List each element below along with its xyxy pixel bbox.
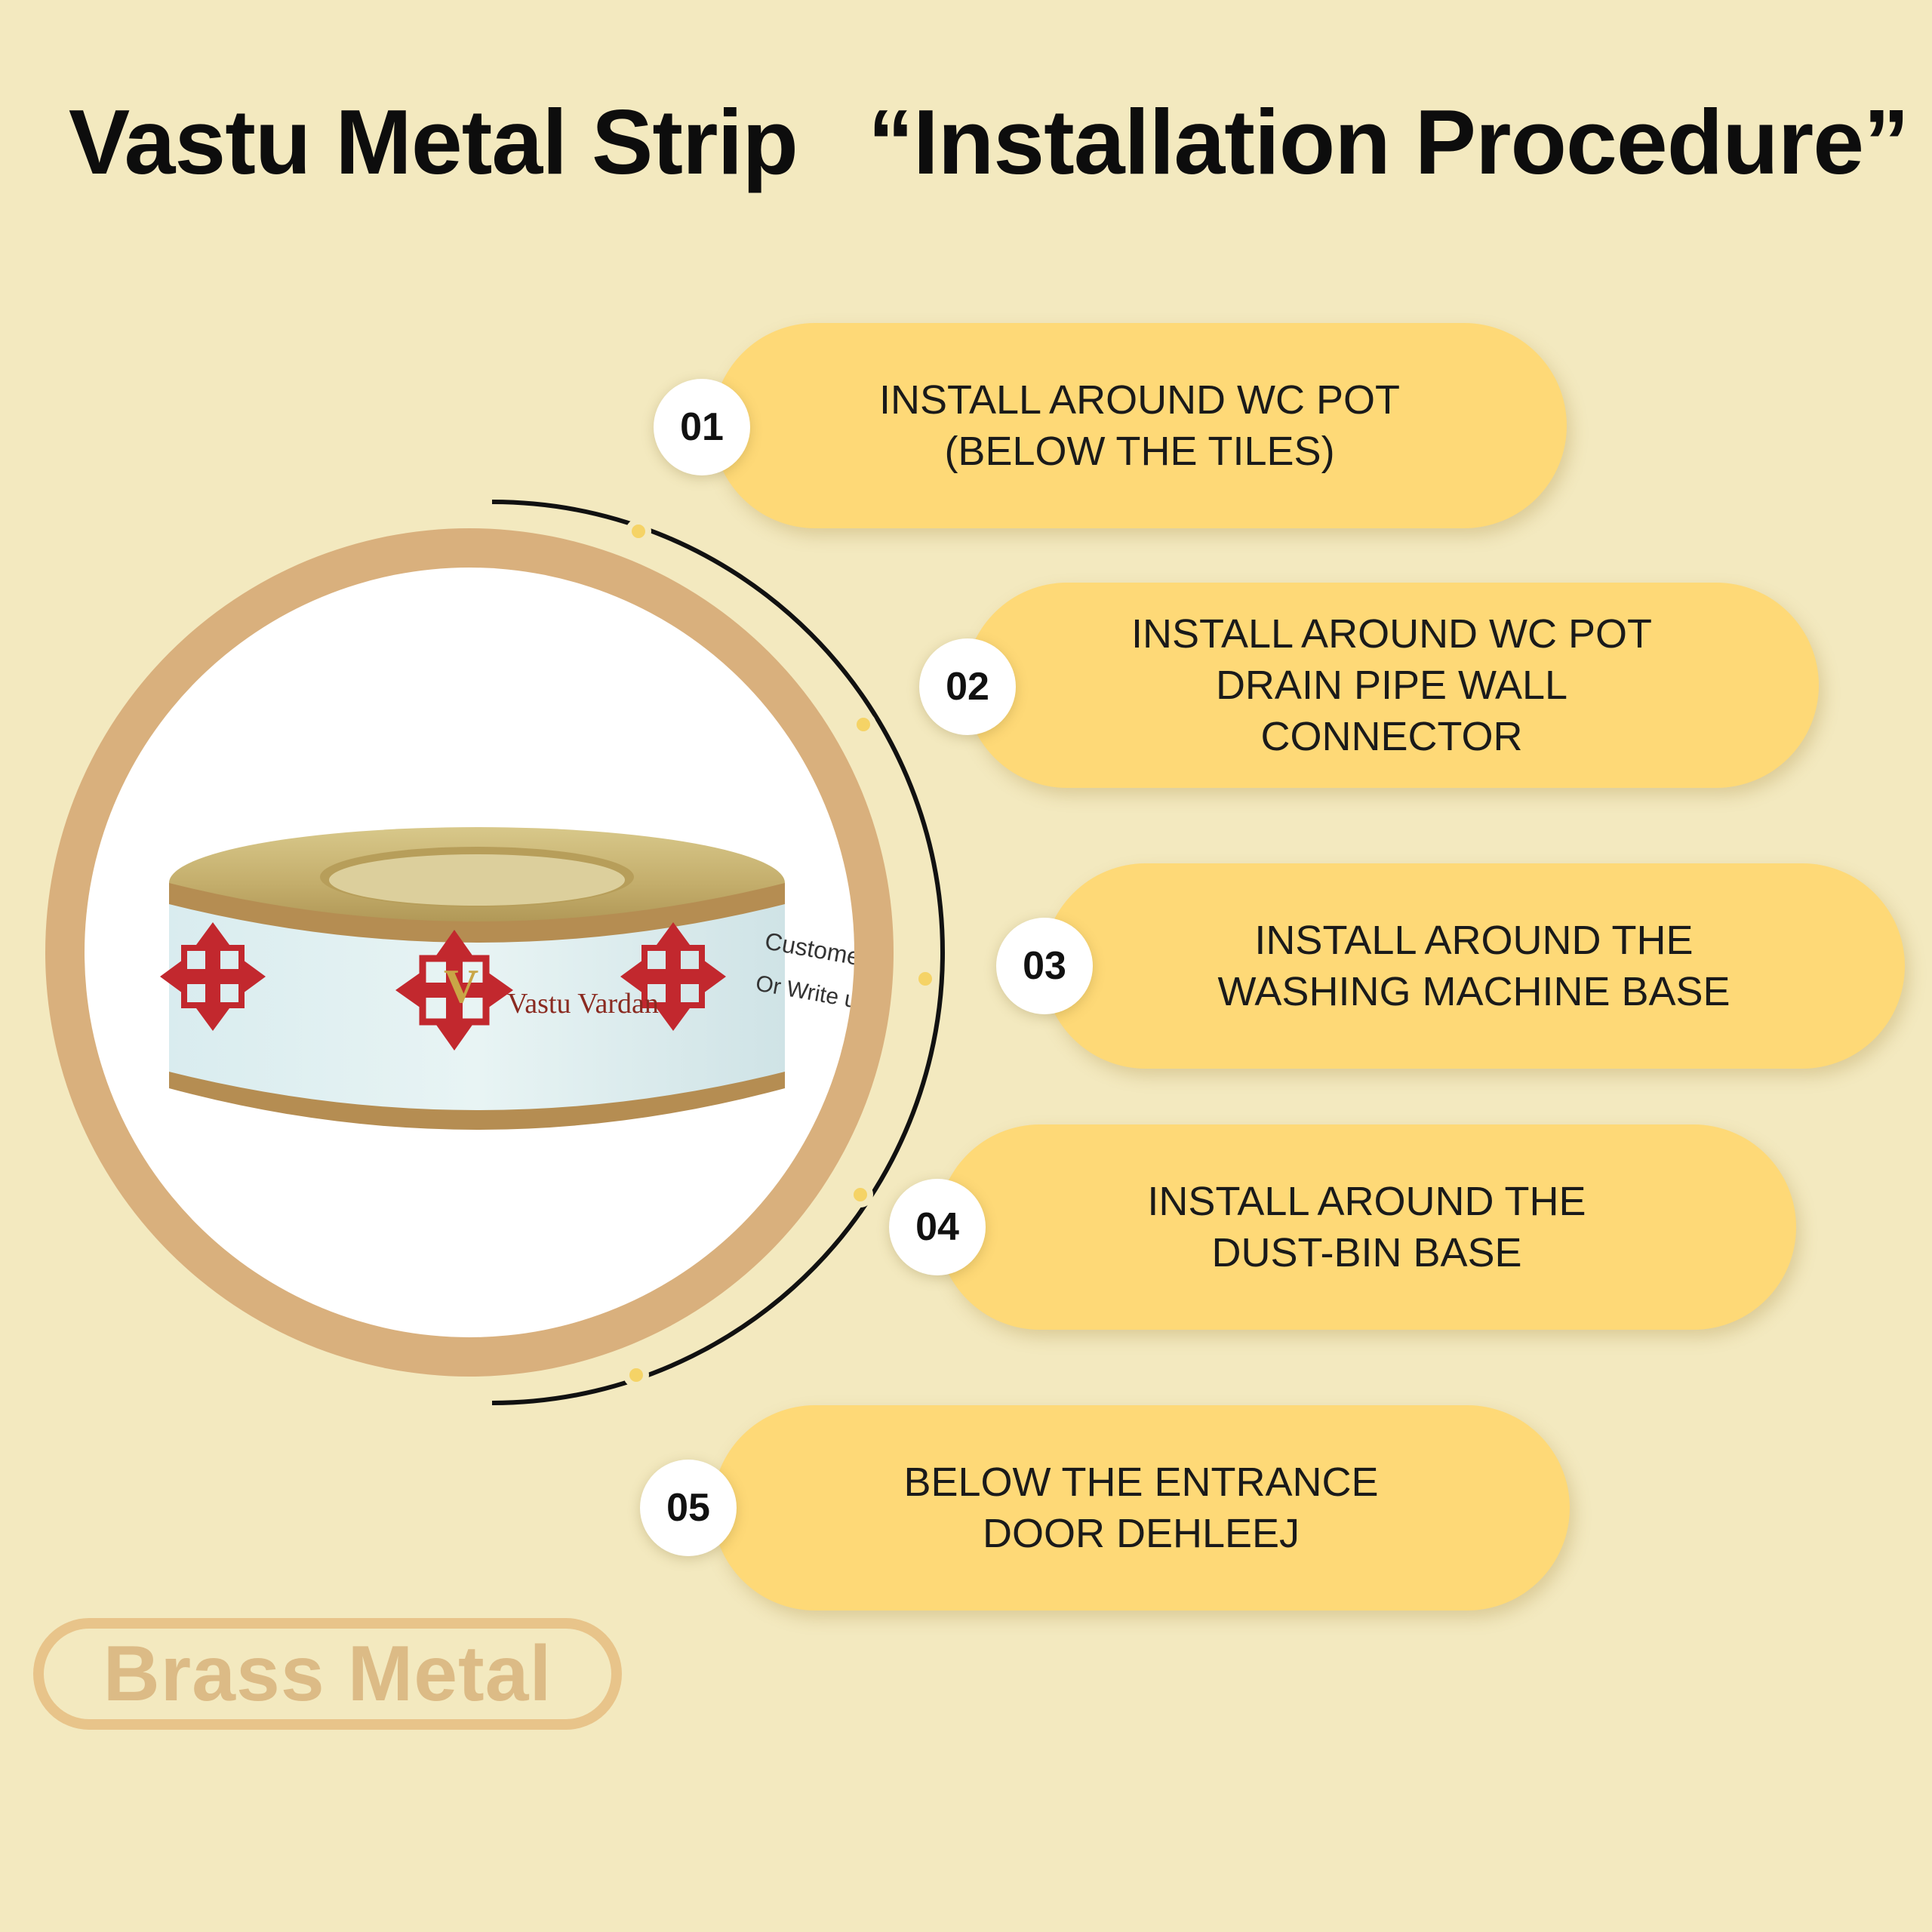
svg-text:V: V	[444, 959, 478, 1013]
roll-hole-inner	[329, 854, 625, 906]
timeline-dot-1	[626, 518, 651, 544]
vastu-logo-mark	[160, 922, 266, 1031]
step-number-badge: 05	[640, 1460, 737, 1556]
product-image-frame: V Vastu Vardan Customer S Or Write us -	[85, 568, 854, 1337]
step-card-4: INSTALL AROUND THE DUST-BIN BASE	[937, 1124, 1796, 1330]
title-quoted: “Installation Procedure”	[867, 91, 1909, 193]
step-number-badge: 03	[996, 918, 1093, 1014]
step-text: INSTALL AROUND WC POT (BELOW THE TILES)	[878, 377, 1401, 474]
vastu-logo-mark-center: V	[395, 930, 513, 1051]
roll-brand-text: Vastu Vardan	[507, 988, 659, 1020]
vastu-logo-mark-right	[620, 922, 726, 1031]
timeline-dot-4	[848, 1182, 873, 1208]
timeline-line	[491, 500, 945, 1405]
brass-strip-roll-image: V Vastu Vardan Customer S Or Write us -	[160, 827, 854, 1130]
step-card-3: INSTALL AROUND THE WASHING MACHINE BASE	[1043, 863, 1905, 1069]
page-title: Vastu Metal Strip “Installation Procedur…	[0, 89, 1932, 195]
step-card-2: INSTALL AROUND WC POT DRAIN PIPE WALL CO…	[964, 583, 1819, 788]
step-text: INSTALL AROUND WC POT DRAIN PIPE WALL CO…	[1131, 611, 1653, 759]
title-main: Vastu Metal Strip	[68, 91, 798, 193]
timeline-dot-2	[851, 712, 876, 737]
timeline-dot-5	[623, 1362, 649, 1388]
timeline-dot-3	[912, 966, 938, 992]
step-card-1: INSTALL AROUND WC POT (BELOW THE TILES)	[712, 323, 1567, 528]
step-text: INSTALL AROUND THE DUST-BIN BASE	[1147, 1179, 1586, 1275]
step-card-5: BELOW THE ENTRANCE DOOR DEHLEEJ	[712, 1405, 1570, 1611]
step-number-badge: 01	[654, 379, 750, 475]
step-text: INSTALL AROUND THE WASHING MACHINE BASE	[1217, 918, 1730, 1014]
step-number-badge: 04	[889, 1179, 986, 1275]
roll-label-band	[169, 904, 785, 1110]
step-text: BELOW THE ENTRANCE DOOR DEHLEEJ	[903, 1460, 1379, 1556]
material-badge: Brass Metal	[33, 1618, 622, 1730]
step-number-badge: 02	[919, 638, 1016, 735]
